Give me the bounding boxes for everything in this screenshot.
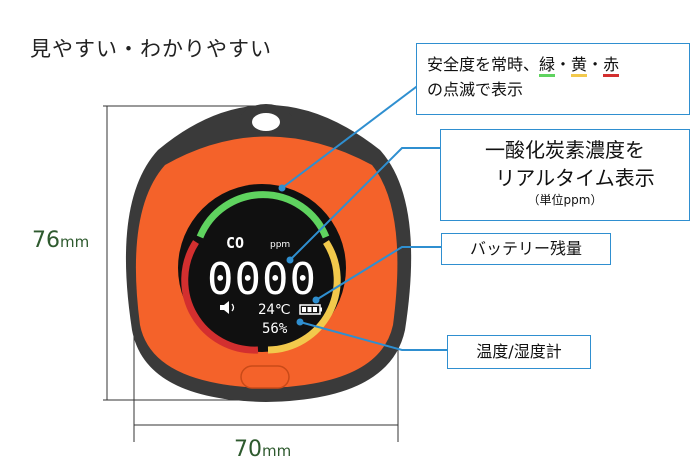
leader-co <box>289 147 440 261</box>
height-unit: mm <box>60 233 90 251</box>
co-reading: 0000 <box>207 254 317 305</box>
width-value: 70 <box>234 437 262 462</box>
safety-red-label: 赤 <box>603 55 620 77</box>
leader-temp <box>299 321 447 351</box>
leader-temp-dot <box>296 318 304 326</box>
height-dimension-label: 76mm <box>32 228 89 253</box>
status-ring-yellow <box>267 240 341 354</box>
height-value: 76 <box>32 228 60 253</box>
callout-safety-indicator: 安全度を常時、緑・黄・赤 の点滅で表示 <box>416 43 690 115</box>
device-button <box>240 365 290 389</box>
leader-safety <box>281 74 433 189</box>
safety-sep-2: ・ <box>587 55 604 74</box>
leader-safety-dot <box>278 184 286 192</box>
callout-co-display: 一酸化炭素濃度を リアルタイム表示 （単位ppm） <box>440 129 690 221</box>
status-ring-red <box>181 240 259 354</box>
width-dimension-label: 70mm <box>234 437 291 462</box>
leader-battery <box>315 246 441 301</box>
speaker-icon <box>220 301 235 314</box>
status-ring-green <box>196 191 330 239</box>
safety-line-2: の点滅で表示 <box>427 80 524 99</box>
safety-yellow-label: 黄 <box>571 55 588 77</box>
battery-icon <box>299 304 322 315</box>
callout-temp-humidity: 温度/湿度計 <box>447 335 591 369</box>
temperature-reading: 24℃ <box>258 302 291 318</box>
leader-battery-dot <box>312 296 320 304</box>
safety-sep-1: ・ <box>555 55 572 74</box>
page-heading: 見やすい・わかりやすい <box>30 37 272 61</box>
co-callout-line-2: リアルタイム表示 <box>495 166 655 190</box>
humidity-reading: 56% <box>262 321 288 337</box>
gas-label: CO <box>226 234 244 252</box>
safety-green-label: 緑 <box>539 55 556 77</box>
leader-co-dot <box>286 256 294 264</box>
co-callout-line-3: （単位ppm） <box>527 193 603 207</box>
hanging-hole <box>252 113 280 131</box>
width-unit: mm <box>262 442 292 460</box>
co-callout-line-1: 一酸化炭素濃度を <box>485 138 645 162</box>
unit-label: ppm <box>270 240 290 250</box>
callout-battery: バッテリー残量 <box>441 233 611 265</box>
safety-prefix: 安全度を常時、 <box>427 55 540 74</box>
